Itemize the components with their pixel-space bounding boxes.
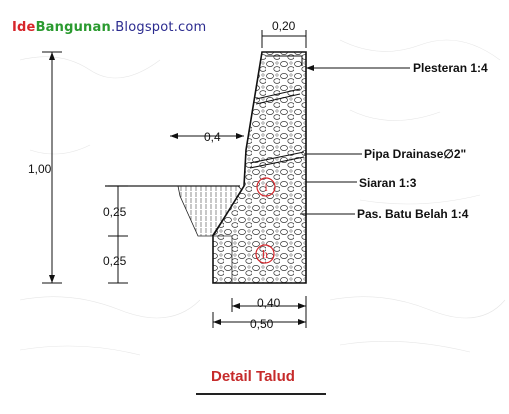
dim-lower-a: 0,25: [103, 205, 127, 219]
callout-pas-batu: Pas. Batu Belah 1:4: [357, 207, 469, 221]
dim-lower-b: 0,25: [103, 254, 127, 268]
base-outline: [213, 235, 233, 283]
callout-plesteran: Plesteran 1:4: [413, 61, 488, 75]
dimension-top: [261, 30, 307, 48]
watermark: IdeBangunan.Blogspot.com: [12, 20, 206, 35]
callout-pipa-drainase: Pipa Drainase∅2": [364, 147, 467, 161]
marker-upper-label: i: [264, 180, 268, 194]
dim-total-height: 1,00: [28, 162, 52, 176]
watermark-part-3: .Blogspot.com: [110, 20, 207, 35]
dimension-bottom: [212, 296, 307, 328]
plaster-line: [266, 55, 303, 66]
stone-wall: [212, 51, 307, 284]
drainage-pipes: [249, 88, 305, 169]
dim-offset: 0,4: [204, 130, 221, 144]
marker-upper-circle: [256, 177, 276, 197]
marker-lower-circle: [255, 244, 275, 264]
dimension-offset: [170, 133, 244, 139]
background-texture: [19, 39, 506, 356]
watermark-part-1: Ide: [12, 20, 36, 35]
dim-base-total: 0,50: [250, 317, 274, 331]
leader-lines: [300, 65, 410, 215]
dim-base-inner: 0,40: [257, 296, 281, 310]
marker-lower-label: h: [262, 247, 268, 261]
dim-top-width: 0,20: [272, 19, 296, 33]
diagram-caption: Detail Talud: [211, 368, 295, 385]
watermark-part-2: Bangunan: [35, 20, 111, 35]
callout-siaran: Siaran 1:3: [359, 176, 417, 190]
dimension-vertical: [42, 51, 128, 284]
